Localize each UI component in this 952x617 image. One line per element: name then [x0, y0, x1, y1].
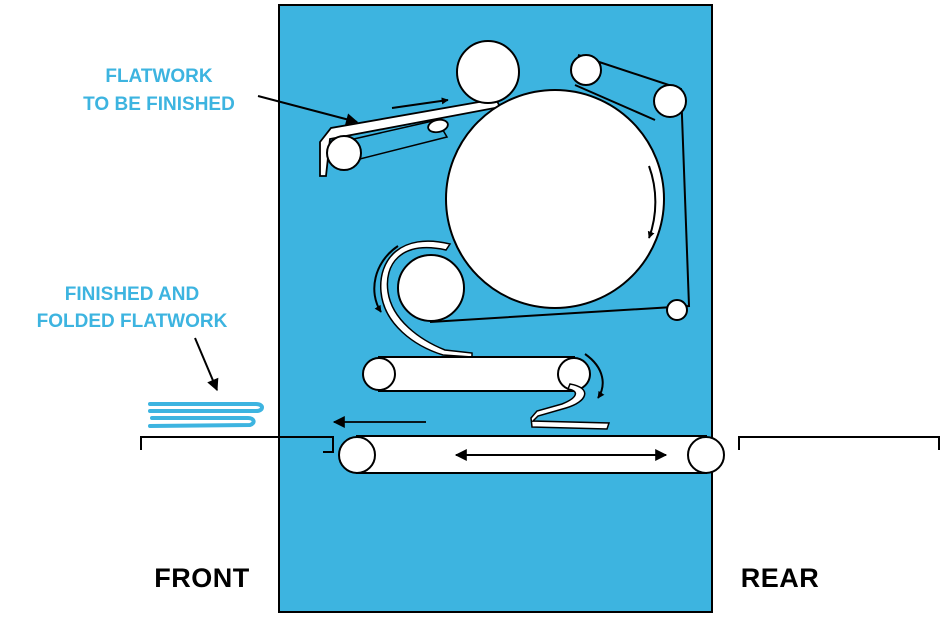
- feed-roller-front: [326, 135, 362, 171]
- folded-flatwork-stack: [148, 402, 264, 428]
- flatwork-in-pointer: [257, 95, 359, 126]
- front-label: FRONT: [154, 563, 250, 593]
- belt-guide-roller-bottom: [666, 299, 688, 321]
- feed-conveyor: [319, 97, 502, 177]
- folding-roller-front: [362, 357, 396, 391]
- front-delivery-table: [140, 436, 334, 453]
- folding-conveyor: [362, 356, 591, 392]
- folded-piece: [530, 383, 611, 430]
- ironing-roll: [445, 89, 665, 309]
- feed-roller-small: [427, 118, 449, 134]
- outfeed-roller-rear: [687, 436, 725, 474]
- feed-direction-arrow: [391, 97, 449, 109]
- exit-press-roll: [397, 254, 465, 322]
- belt-guide-roller-top-left: [570, 54, 602, 86]
- finished-label-line2: FOLDED FLATWORK: [36, 311, 228, 332]
- ironing-roll-rotation-arrow: [647, 165, 657, 239]
- outfeed-roller-front: [338, 436, 376, 474]
- top-press-roll: [456, 40, 520, 104]
- ironing-belt: [429, 54, 691, 323]
- rear-label: REAR: [740, 563, 820, 593]
- fold-drop-arrow: [584, 353, 605, 399]
- belt-guide-roller-top-right: [653, 84, 687, 118]
- flatwork-in-label-line1: FLATWORK: [105, 66, 213, 87]
- rear-delivery-table: [738, 436, 940, 450]
- finished-label-line1: FINISHED AND: [64, 284, 200, 305]
- flatwork-in-label-line2: TO BE FINISHED: [83, 94, 235, 115]
- finished-pointer: [194, 337, 219, 392]
- exit-roll-rotation-arrow: [373, 245, 399, 313]
